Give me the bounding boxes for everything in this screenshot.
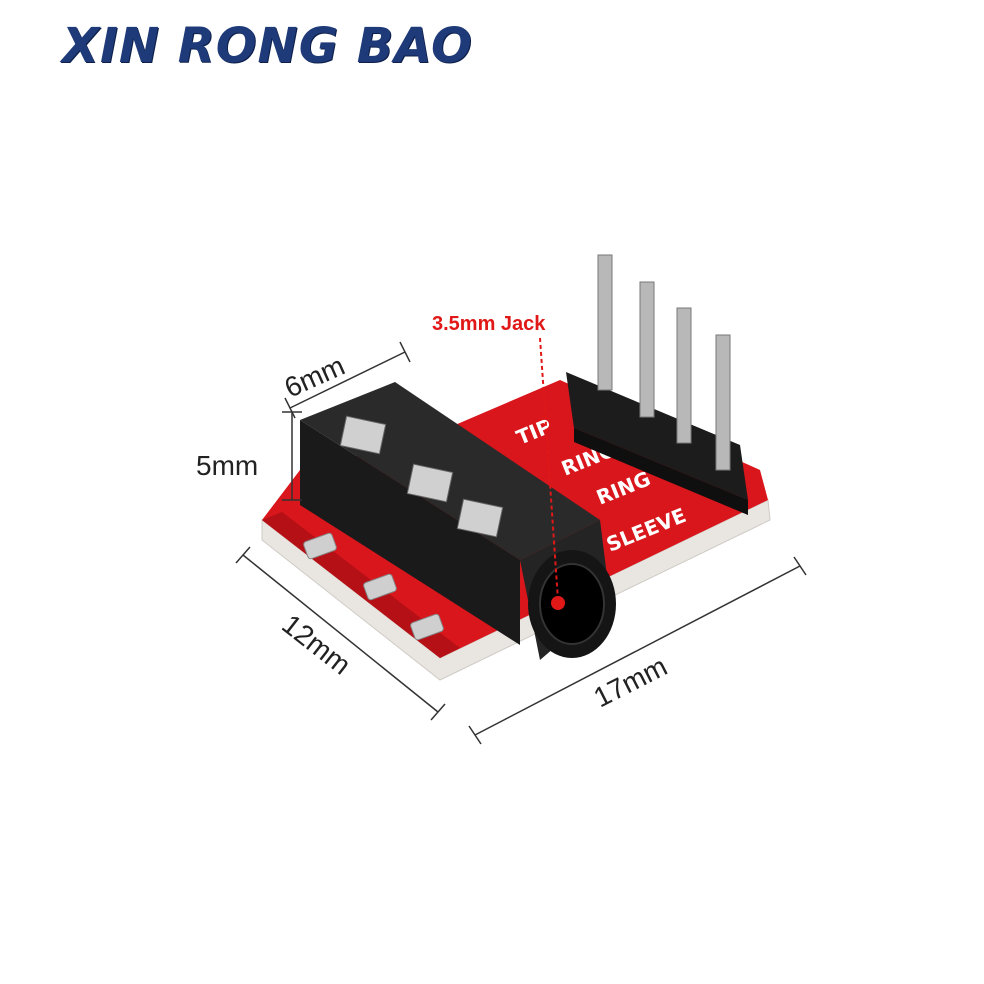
audio-jack bbox=[300, 382, 616, 660]
brand-title: XIN RONG BAO bbox=[62, 18, 473, 74]
dim-height-label: 5mm bbox=[196, 450, 258, 481]
dim-length-label: 17mm bbox=[589, 650, 672, 713]
callout-leader bbox=[539, 337, 559, 601]
solder-pads bbox=[303, 532, 444, 641]
header-pins bbox=[566, 254, 748, 515]
dim-depth-label: 12mm bbox=[276, 608, 356, 680]
dimension-lines bbox=[235, 341, 807, 745]
callout-label: 3.5mm Jack bbox=[432, 313, 546, 335]
